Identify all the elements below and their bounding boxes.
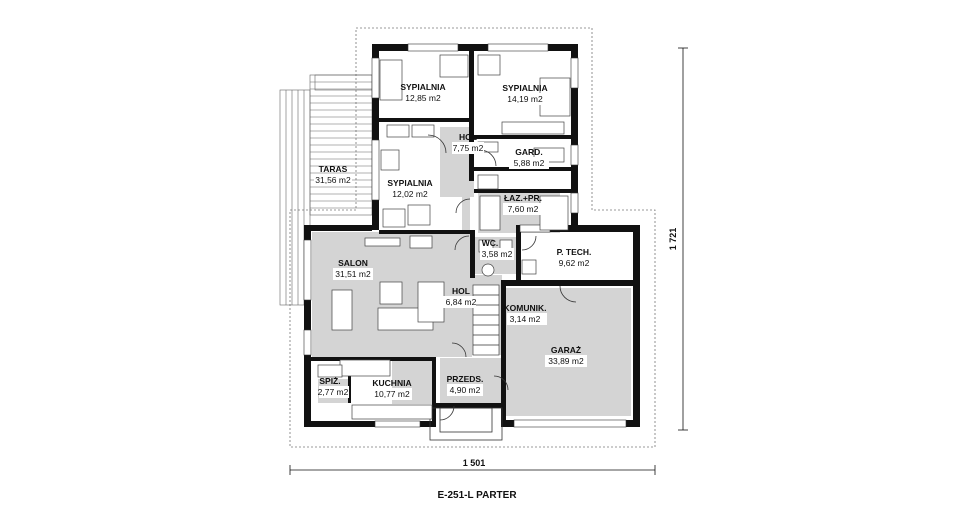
room-area: 10,77 m2 xyxy=(374,389,410,399)
room-label-wc: WC. 3,58 m2 xyxy=(482,238,513,259)
doors xyxy=(427,134,577,421)
room-label-hol-2: HOL 6,84 m2 xyxy=(446,286,477,307)
label-backgrounds xyxy=(314,92,593,400)
room-name: KUCHNIA xyxy=(372,378,411,388)
height-dimension: 1 721 xyxy=(668,228,678,251)
terrace-deck xyxy=(279,74,373,306)
room-label-kuchnia: KUCHNIA 10,77 m2 xyxy=(372,378,411,399)
room-area: 2,77 m2 xyxy=(318,387,349,397)
room-name: SYPIALNIA xyxy=(400,82,445,92)
room-label-spiz: SPIŻ. 2,77 m2 xyxy=(318,376,349,397)
furniture xyxy=(317,54,571,420)
width-dimension: 1 501 xyxy=(463,458,486,468)
room-area: 7,75 m2 xyxy=(453,143,484,153)
room-label-salon: SALON 31,51 m2 xyxy=(335,258,371,279)
room-name: PRZEDS. xyxy=(447,374,484,384)
room-area: 7,60 m2 xyxy=(508,204,539,214)
room-name: ŁAZ.+PR. xyxy=(504,193,542,203)
room-area: 33,89 m2 xyxy=(548,356,584,366)
room-label-przeds: PRZEDS. 4,90 m2 xyxy=(447,374,484,395)
entrance-porch xyxy=(429,407,503,441)
room-name: SALON xyxy=(338,258,368,268)
room-area: 31,56 m2 xyxy=(315,175,351,185)
room-label-p-tech: P. TECH. 9,62 m2 xyxy=(557,247,592,268)
room-label-gard: GARD. 5,88 m2 xyxy=(514,147,545,168)
dimension-lines xyxy=(289,47,688,475)
room-name: SYPIALNIA xyxy=(502,83,547,93)
room-area: 6,84 m2 xyxy=(446,297,477,307)
room-name: HOL xyxy=(452,286,470,296)
room-area: 4,90 m2 xyxy=(450,385,481,395)
room-label-garaz: GARAŻ 33,89 m2 xyxy=(548,345,584,366)
windows xyxy=(303,43,627,428)
room-label-sypialnia-3: SYPIALNIA 12,02 m2 xyxy=(387,178,432,199)
room-name: SYPIALNIA xyxy=(387,178,432,188)
room-label-sypialnia-1: SYPIALNIA 12,85 m2 xyxy=(400,82,445,103)
roof-outline xyxy=(289,27,656,448)
room-area: 9,62 m2 xyxy=(559,258,590,268)
walls xyxy=(304,44,640,427)
room-area: 3,58 m2 xyxy=(482,249,513,259)
room-area: 12,85 m2 xyxy=(405,93,441,103)
room-name: P. TECH. xyxy=(557,247,592,257)
room-name: SPIŻ. xyxy=(319,376,340,386)
room-area: 14,19 m2 xyxy=(507,94,543,104)
room-label-hol-1: HOL 7,75 m2 xyxy=(453,132,484,153)
plan-title: E-251-L PARTER xyxy=(437,490,517,501)
room-name: HOL xyxy=(459,132,477,142)
room-label-lazienka: ŁAZ.+PR. 7,60 m2 xyxy=(504,193,542,214)
room-name: GARD. xyxy=(515,147,542,157)
room-name: TARAS xyxy=(319,164,348,174)
room-name: KOMUNIK. xyxy=(504,303,547,313)
room-area: 3,14 m2 xyxy=(510,314,541,324)
room-label-komunik: KOMUNIK. 3,14 m2 xyxy=(504,303,547,324)
room-area: 12,02 m2 xyxy=(392,189,428,199)
room-label-taras: TARAS 31,56 m2 xyxy=(315,164,351,185)
room-area: 31,51 m2 xyxy=(335,269,371,279)
room-name: WC. xyxy=(482,238,499,248)
room-area: 5,88 m2 xyxy=(514,158,545,168)
room-label-sypialnia-2: SYPIALNIA 14,19 m2 xyxy=(502,83,547,104)
room-name: GARAŻ xyxy=(551,345,581,355)
